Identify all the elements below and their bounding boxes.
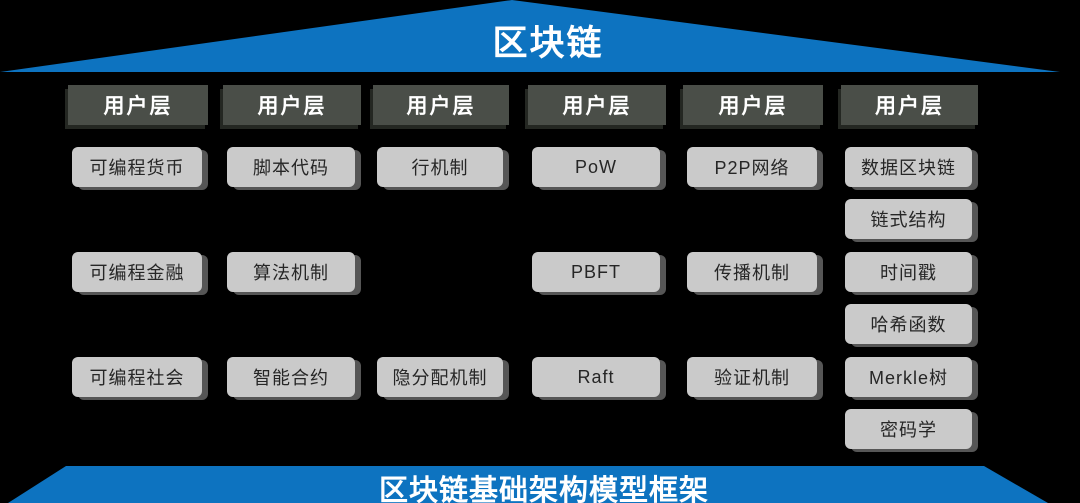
column-header: 用户层	[223, 85, 361, 125]
layer-column-6: 用户层 数据区块链 链式结构 时间戳 哈希函数 Merkle树 密码学	[841, 85, 978, 455]
diagram-cell: P2P网络	[687, 147, 817, 187]
diagram-cell: PoW	[532, 147, 660, 187]
diagram-cell: 可编程金融	[72, 252, 202, 292]
diagram-cell: 可编程社会	[72, 357, 202, 397]
diagram-cell: 数据区块链	[845, 147, 972, 187]
diagram-cell: 可编程货币	[72, 147, 202, 187]
diagram-cell: 密码学	[845, 409, 972, 449]
column-header: 用户层	[683, 85, 823, 125]
diagram-title: 区块链	[492, 24, 604, 63]
diagram-cell: 传播机制	[687, 252, 817, 292]
diagram-cell: 行机制	[377, 147, 503, 187]
diagram-cell: PBFT	[532, 252, 660, 292]
diagram-cell: 时间戳	[845, 252, 972, 292]
diagram-cell: 隐分配机制	[377, 357, 503, 397]
column-header: 用户层	[841, 85, 978, 125]
footer-banner	[8, 466, 1048, 503]
column-header: 用户层	[68, 85, 208, 125]
diagram-cell: Merkle树	[845, 357, 972, 397]
footer-title: 区块链基础架构模型框架	[378, 475, 709, 503]
diagram-cell: 验证机制	[687, 357, 817, 397]
column-header: 用户层	[373, 85, 509, 125]
layer-column-1: 用户层 可编程货币 可编程金融 可编程社会	[68, 85, 208, 455]
diagram-cell: 哈希函数	[845, 304, 972, 344]
layer-column-2: 用户层 脚本代码 算法机制 智能合约	[223, 85, 361, 455]
diagram-cell: Raft	[532, 357, 660, 397]
layer-column-3: 用户层 行机制 隐分配机制	[373, 85, 509, 455]
diagram-cell: 链式结构	[845, 199, 972, 239]
diagram-cell: 算法机制	[227, 252, 355, 292]
diagram-cell: 脚本代码	[227, 147, 355, 187]
diagram-cell: 智能合约	[227, 357, 355, 397]
layer-column-4: 用户层 PoW PBFT Raft	[528, 85, 666, 455]
layer-column-5: 用户层 P2P网络 传播机制 验证机制	[683, 85, 823, 455]
column-header: 用户层	[528, 85, 666, 125]
